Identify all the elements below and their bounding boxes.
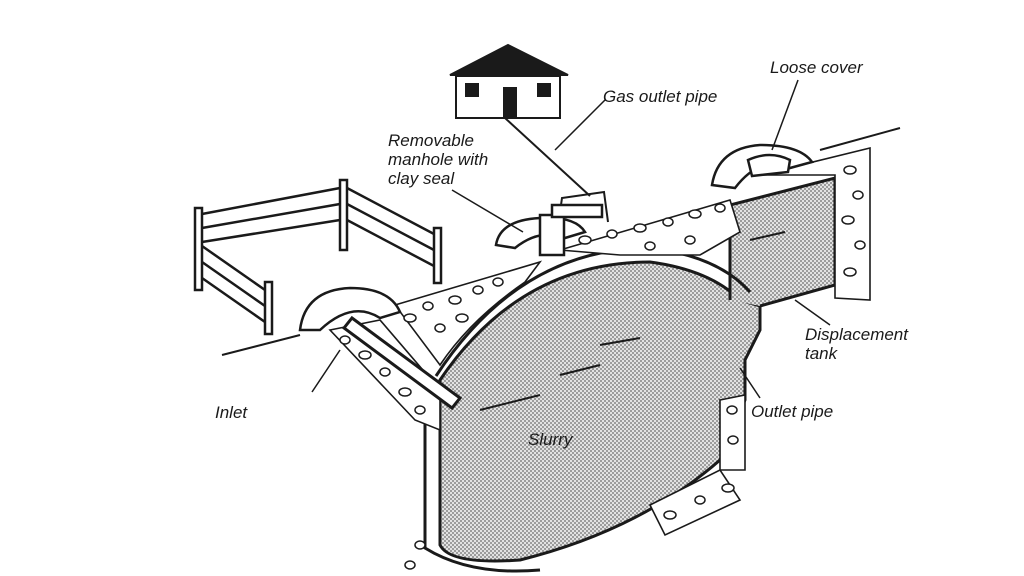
inlet-cover — [298, 286, 402, 332]
stones — [339, 165, 866, 570]
slurry-surface-marks — [479, 231, 786, 411]
gas-outlet-pipe-label: Gas outlet pipe — [603, 87, 718, 106]
outlet-pipe-label: Outlet pipe — [751, 402, 834, 421]
house-icon — [449, 43, 569, 119]
leader-lines — [311, 79, 831, 399]
loose-cover — [710, 143, 815, 190]
fence-icon — [193, 178, 443, 336]
slurry-label: Slurry — [528, 430, 573, 449]
inlet-label: Inlet — [215, 403, 248, 422]
manhole-label: Removable manhole with clay seal — [388, 131, 489, 188]
displacement-tank-label: Displacement tank — [805, 325, 908, 363]
digester-tank — [423, 176, 837, 573]
loose-cover-label: Loose cover — [770, 58, 863, 77]
ground-line — [221, 127, 901, 356]
manhole-cover — [494, 203, 604, 257]
inlet-pipe — [341, 315, 463, 411]
